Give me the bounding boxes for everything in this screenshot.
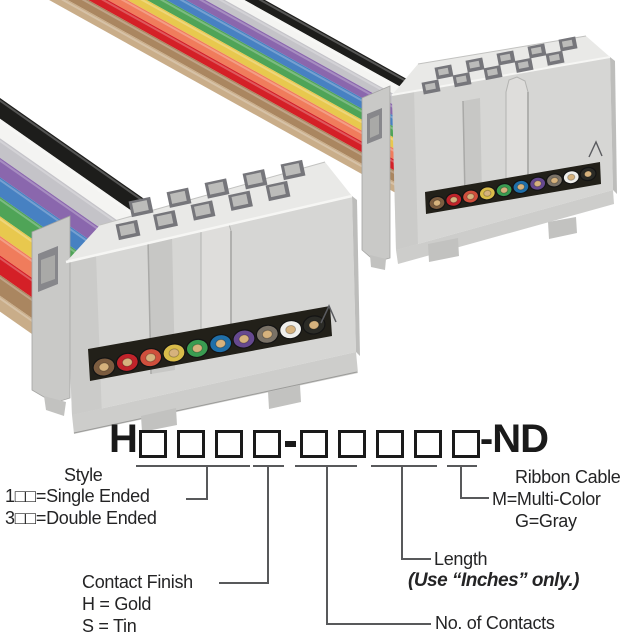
callout-lines bbox=[136, 465, 489, 625]
part-number-group1 bbox=[138, 430, 291, 460]
contact-finish-title: Contact Finish bbox=[82, 572, 193, 592]
socket-holes-front bbox=[115, 159, 306, 241]
length-title: Length bbox=[434, 549, 488, 569]
part-number-schematic: H -ND bbox=[109, 417, 549, 461]
ribbon-cable-line bbox=[447, 465, 489, 499]
contacts-title: No. of Contacts bbox=[435, 613, 555, 633]
style-option-double: 3□□=Double Ended bbox=[5, 508, 157, 528]
style-title: Style bbox=[64, 465, 103, 485]
part-number-box bbox=[138, 430, 167, 458]
part-number-box bbox=[214, 430, 243, 458]
length-note: (Use “Inches” only.) bbox=[408, 570, 579, 591]
style-line bbox=[136, 465, 250, 500]
length-line bbox=[371, 465, 437, 560]
contact-finish-line bbox=[219, 465, 284, 584]
part-number-suffix: -ND bbox=[479, 417, 549, 461]
idc-connector-front bbox=[31, 159, 360, 434]
part-number-box bbox=[451, 430, 480, 458]
pin1-marker-rear bbox=[588, 140, 603, 158]
ribbon-cable-title: Ribbon Cable bbox=[515, 467, 621, 487]
wire-cross-sections-front bbox=[92, 315, 326, 377]
ribbon-cable-lower bbox=[0, 0, 150, 346]
ribbon-cable-upper bbox=[0, 0, 493, 219]
part-number-prefix: H bbox=[109, 417, 138, 461]
part-number-box bbox=[337, 430, 366, 458]
part-number-group2 bbox=[299, 430, 490, 460]
part-number-box bbox=[176, 430, 205, 458]
idc-connector-rear bbox=[361, 35, 617, 270]
part-number-separator bbox=[284, 441, 296, 447]
part-number-box bbox=[413, 430, 442, 458]
style-option-single: 1□□=Single Ended bbox=[5, 486, 150, 506]
part-number-box bbox=[375, 430, 404, 458]
ribbon-cable-multicolor: M=Multi-Color bbox=[492, 489, 601, 509]
wire-cross-sections-rear bbox=[428, 166, 597, 211]
pin1-marker-front bbox=[320, 304, 337, 324]
ribbon-cable-gray: G=Gray bbox=[515, 511, 577, 531]
contacts-line bbox=[295, 465, 431, 625]
contact-finish-gold: H = Gold bbox=[82, 594, 152, 614]
contact-finish-tin: S = Tin bbox=[82, 616, 137, 636]
part-number-box bbox=[252, 430, 281, 458]
socket-holes-rear bbox=[421, 36, 578, 95]
part-number-box bbox=[299, 430, 328, 458]
